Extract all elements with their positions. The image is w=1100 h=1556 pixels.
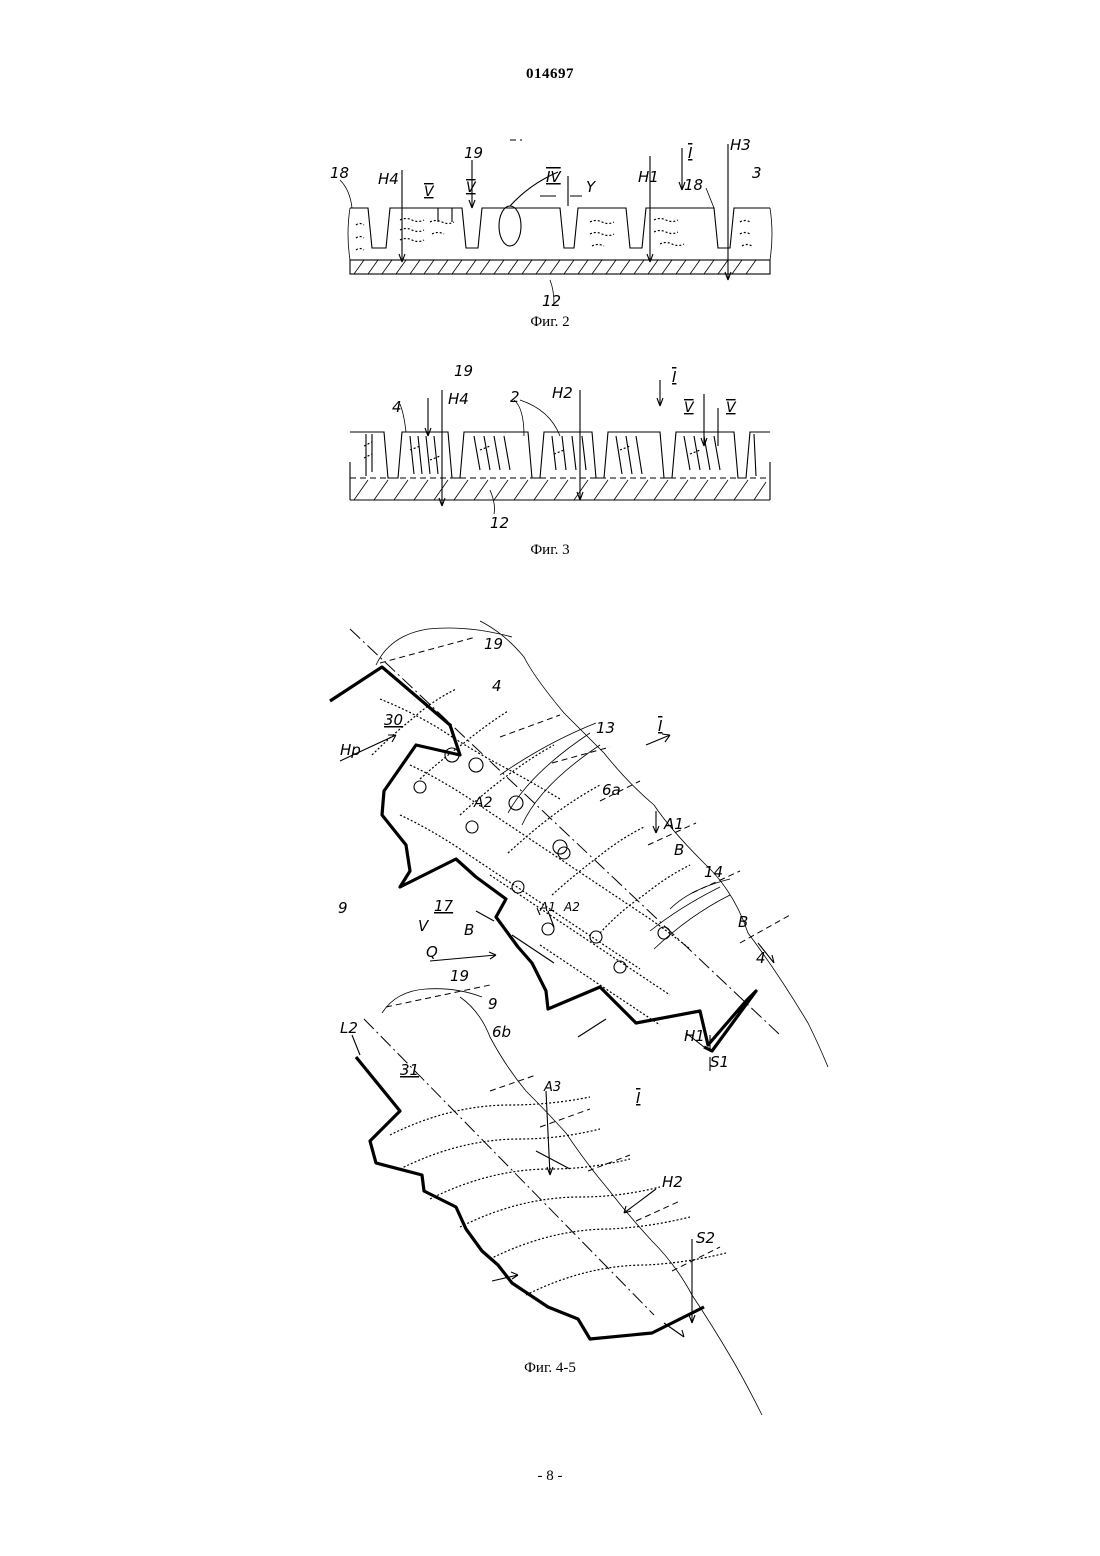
fig45-label-17: 17 bbox=[434, 897, 454, 915]
fig45-label-31: 31 bbox=[400, 1061, 419, 1079]
fig45-label-4b: 4 bbox=[756, 949, 766, 967]
fig45-label-Bb: B bbox=[464, 921, 474, 939]
fig45-label-9b: 9 bbox=[488, 995, 498, 1013]
figure-4-5-drawing: 19 4 30 Hp 13 I A2 6a A1 B 14 9 17 V B A… bbox=[300, 615, 820, 1355]
fig45-label-Q: Q bbox=[426, 943, 438, 961]
fig45-label-9a: 9 bbox=[338, 899, 348, 917]
figure-4-5-caption: Фиг. 4-5 bbox=[0, 1360, 1100, 1377]
figure-2-drawing: 18 H4 V 19 V IV Y H1 I 18 H3 3 12 bbox=[320, 130, 780, 310]
fig3-label-V2: V bbox=[726, 400, 737, 416]
fig3-label-19: 19 bbox=[454, 362, 473, 380]
fig2-label-V2: V bbox=[466, 180, 477, 196]
fig45-label-I2: I bbox=[636, 1089, 641, 1107]
fig2-label-19: 19 bbox=[464, 144, 483, 162]
fig2-label-3: 3 bbox=[752, 164, 762, 182]
fig45-label-13: 13 bbox=[596, 719, 615, 737]
fig3-label-V1: V bbox=[684, 400, 695, 416]
figure-2-caption: Фиг. 2 bbox=[0, 314, 1100, 331]
fig45-label-S1: S1 bbox=[710, 1053, 729, 1071]
fig2-label-I: I bbox=[688, 144, 693, 162]
fig2-label-Y: Y bbox=[586, 178, 597, 196]
fig2-label-V1: V bbox=[424, 184, 435, 200]
fig3-label-4: 4 bbox=[392, 398, 402, 416]
page-number: - 8 - bbox=[0, 1468, 1100, 1485]
fig45-label-A1: A1 bbox=[663, 815, 684, 833]
fig45-label-S2: S2 bbox=[696, 1229, 715, 1247]
fig45-label-Hp: Hp bbox=[340, 741, 361, 759]
fig2-label-H4: H4 bbox=[378, 170, 399, 188]
document-number: 014697 bbox=[0, 66, 1100, 83]
fig45-label-H1: H1 bbox=[684, 1027, 705, 1045]
fig45-label-A2b: A2 bbox=[563, 900, 580, 914]
fig45-label-V: V bbox=[418, 917, 430, 935]
fig45-label-Bc: B bbox=[738, 913, 748, 931]
fig45-label-14: 14 bbox=[704, 863, 723, 881]
fig2-label-12: 12 bbox=[542, 292, 561, 310]
fig45-label-A3: A3 bbox=[543, 1080, 561, 1095]
figure-3-caption: Фиг. 3 bbox=[0, 542, 1100, 559]
fig45-label-A1b: A1 bbox=[539, 900, 556, 914]
fig3-label-12: 12 bbox=[490, 514, 509, 532]
fig45-label-L2: L2 bbox=[340, 1019, 358, 1037]
fig45-label-Ba: B bbox=[674, 841, 684, 859]
fig45-label-4a: 4 bbox=[492, 677, 502, 695]
fig45-label-6a: 6a bbox=[602, 781, 621, 799]
fig2-label-H3: H3 bbox=[730, 136, 751, 154]
fig2-label-18b: 18 bbox=[684, 176, 703, 194]
fig45-label-6b: 6b bbox=[492, 1023, 511, 1041]
fig45-label-30: 30 bbox=[384, 711, 403, 729]
fig3-label-H4: H4 bbox=[448, 390, 469, 408]
fig3-label-2: 2 bbox=[510, 388, 520, 406]
fig3-label-H2: H2 bbox=[552, 384, 573, 402]
fig45-label-H2: H2 bbox=[662, 1173, 683, 1191]
fig2-label-H1: H1 bbox=[638, 168, 659, 186]
fig45-label-19a: 19 bbox=[484, 635, 503, 653]
fig2-label-IV: IV bbox=[546, 168, 562, 186]
fig45-label-I1: I bbox=[658, 717, 663, 735]
fig45-label-A2a: A2 bbox=[473, 795, 493, 811]
fig2-label-18a: 18 bbox=[330, 164, 349, 182]
figure-3-drawing: 19 4 H4 2 H2 I V V 12 bbox=[340, 350, 780, 540]
fig3-label-I: I bbox=[672, 368, 677, 386]
fig45-label-19b: 19 bbox=[450, 967, 469, 985]
